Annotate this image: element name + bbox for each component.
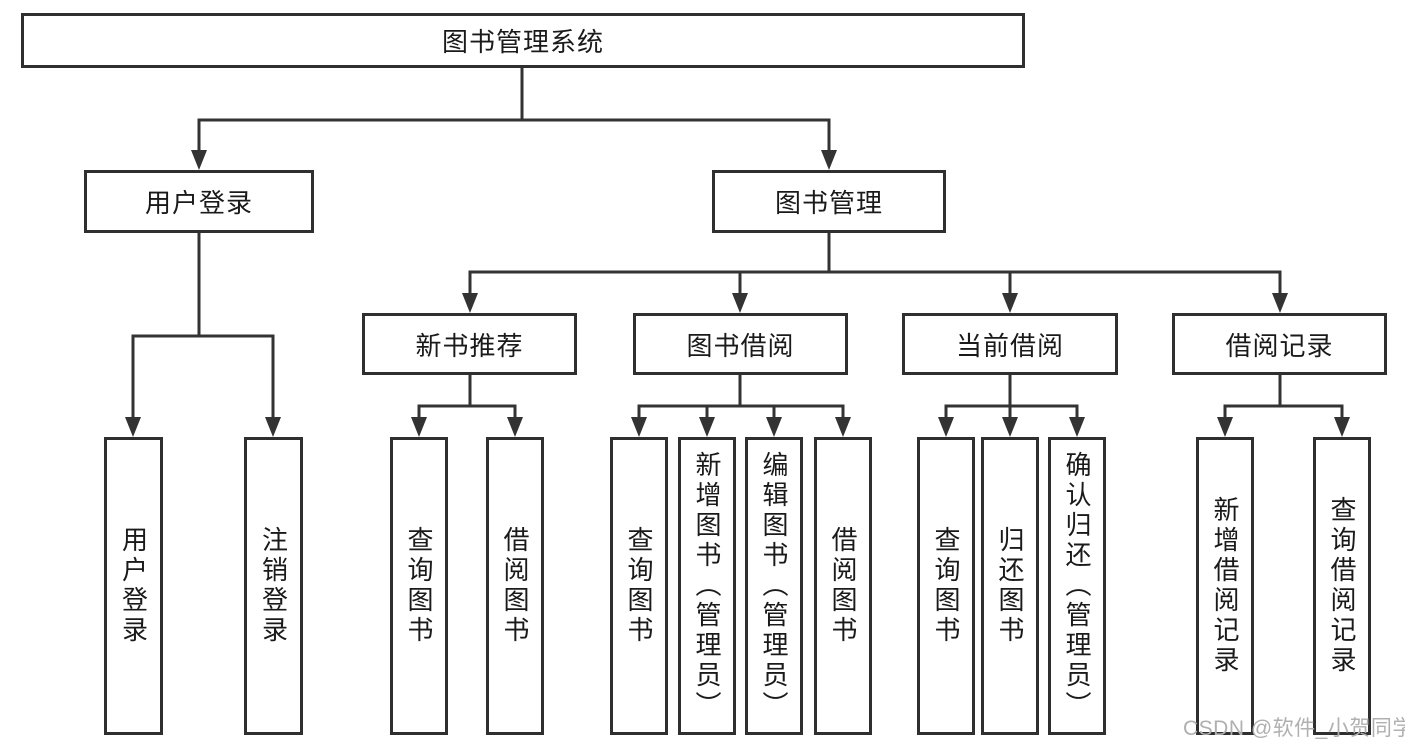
- node-new-book-recommendation: 新书推荐: [362, 313, 577, 375]
- leaf-edit-book-admin: 编辑图书（管理员）: [745, 437, 803, 735]
- leaf-query-books-current: 查询图书: [917, 437, 975, 735]
- node-book-management: 图书管理: [712, 170, 946, 233]
- leaf-borrow-books-recommend: 借阅图书: [486, 437, 544, 735]
- node-book-borrowing: 图书借阅: [633, 313, 848, 375]
- leaf-query-books-borrow: 查询图书: [610, 437, 668, 735]
- node-library-management-system: 图书管理系统: [21, 13, 1025, 68]
- leaf-add-borrow-record: 新增借阅记录: [1196, 437, 1254, 735]
- node-current-borrowing: 当前借阅: [902, 313, 1118, 375]
- leaf-query-borrow-record: 查询借阅记录: [1313, 437, 1371, 735]
- leaf-query-books-recommend: 查询图书: [390, 437, 448, 735]
- leaf-borrow-books: 借阅图书: [814, 437, 872, 735]
- leaf-confirm-return-admin: 确认归还（管理员）: [1048, 437, 1106, 735]
- node-borrowing-records: 借阅记录: [1172, 313, 1387, 375]
- leaf-return-book: 归还图书: [981, 437, 1039, 735]
- leaf-user-login: 用户登录: [104, 437, 163, 735]
- leaf-add-book-admin: 新增图书（管理员）: [678, 437, 736, 735]
- node-user-login: 用户登录: [84, 170, 314, 233]
- leaf-logout: 注销登录: [244, 437, 303, 735]
